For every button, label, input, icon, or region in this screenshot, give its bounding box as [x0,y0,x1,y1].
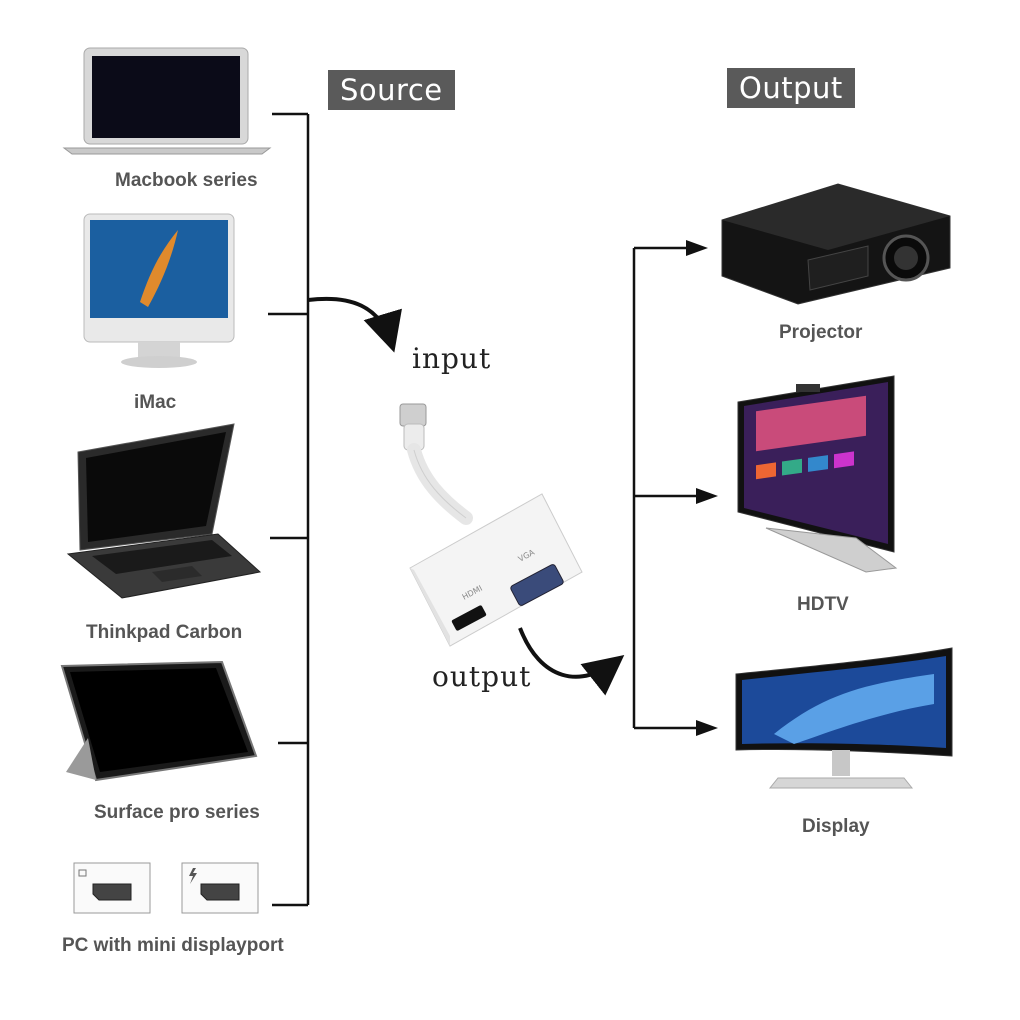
source-label-macbook: Macbook series [115,170,258,191]
source-label-pc: PC with mini displayport [62,935,284,956]
source-label-thinkpad: Thinkpad Carbon [86,622,243,643]
laptop-thinkpad-icon [66,423,262,599]
input-arrow [307,296,402,353]
source-bracket [268,112,310,907]
source-label-surface: Surface pro series [94,802,260,823]
curved-monitor-icon [735,647,953,789]
source-label-imac: iMac [134,392,177,413]
projector-icon [721,183,951,305]
input-label: input [412,342,492,375]
output-header: Output [727,68,855,108]
output-label: output [432,660,532,693]
output-label-display: Display [802,816,870,837]
imac-icon [83,213,235,368]
tv-icon [737,375,898,573]
source-header: Source [328,70,455,110]
thunderbolt-port-icon [181,862,259,918]
mini-displayport-icon [73,862,151,918]
laptop-macbook-icon [62,47,272,155]
tablet-surface-icon [60,660,258,782]
output-label-projector: Projector [779,322,863,343]
output-arrow [518,627,625,696]
output-label-hdtv: HDTV [797,594,849,615]
output-bracket [632,246,700,730]
adapter-icon: HDMI VGA [399,403,583,647]
